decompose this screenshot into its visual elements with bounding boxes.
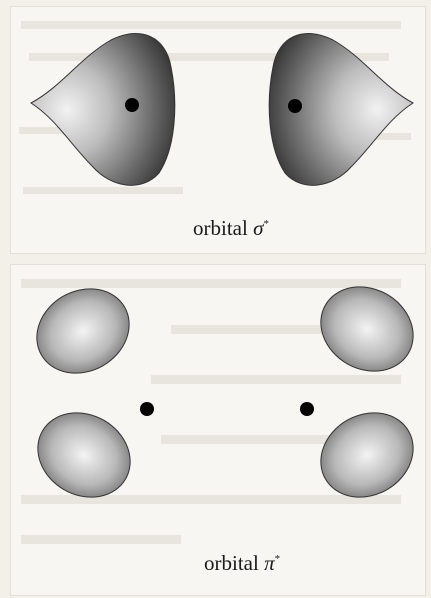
pi-star-lobe-upper-left <box>21 272 144 389</box>
nucleus-right <box>288 99 302 113</box>
sigma-symbol: σ <box>253 216 263 240</box>
pi-star-lobe-upper-right <box>305 270 425 387</box>
sigma-star-superscript: * <box>263 218 269 230</box>
pi-symbol: π <box>264 551 275 575</box>
pi-star-panel: orbital π* <box>10 264 426 596</box>
pi-star-lobe-lower-left <box>22 396 145 513</box>
pi-star-caption: orbital π* <box>204 551 280 576</box>
sigma-star-panel: orbital σ* <box>10 6 426 254</box>
nucleus-left <box>140 402 154 416</box>
sigma-star-caption-word: orbital <box>193 216 248 240</box>
nucleus-right <box>300 402 314 416</box>
nucleus-left <box>125 98 139 112</box>
pi-star-caption-word: orbital <box>204 551 259 575</box>
sigma-star-caption: orbital σ* <box>193 216 269 241</box>
pi-star-superscript: * <box>275 553 281 565</box>
pi-star-lobe-lower-right <box>305 396 425 513</box>
sigma-star-lobe-left <box>31 34 175 186</box>
pi-star-orbital-drawing <box>11 265 425 595</box>
